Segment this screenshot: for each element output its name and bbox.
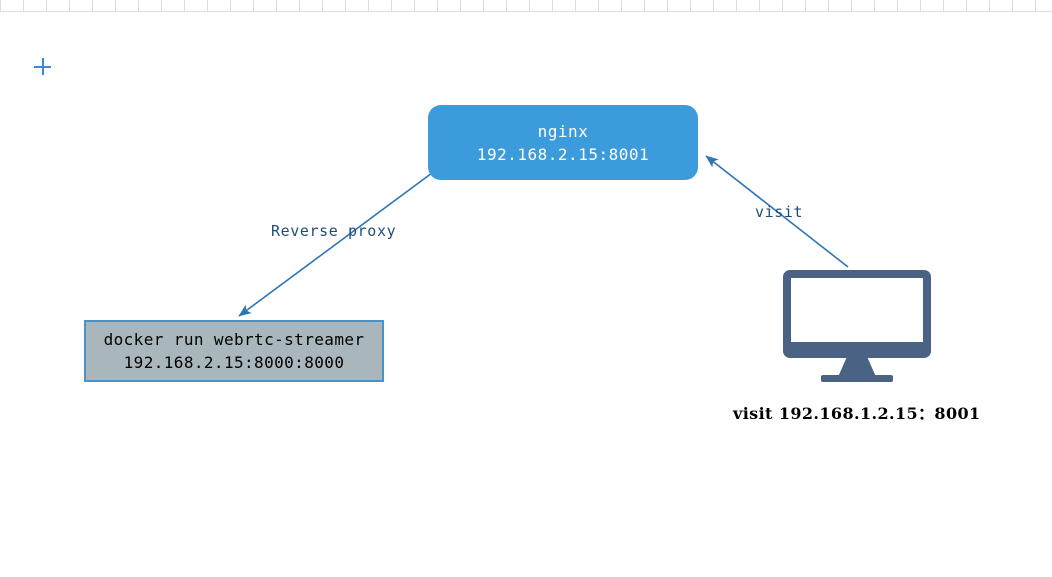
node-nginx-title: nginx — [537, 121, 589, 141]
ruler-tick — [713, 0, 714, 12]
ruler-tick — [184, 0, 185, 12]
ruler-tick — [460, 0, 461, 12]
ruler-tick — [92, 0, 93, 12]
node-nginx-address: 192.168.2.15:8001 — [476, 144, 650, 164]
monitor-bezel — [783, 270, 931, 358]
monitor-stand-neck — [838, 358, 876, 377]
edge-reverse-proxy — [238, 172, 433, 317]
ruler-tick — [1035, 0, 1036, 12]
ruler-tick — [46, 0, 47, 12]
ruler-tick — [759, 0, 760, 12]
ruler-tick — [345, 0, 346, 12]
ruler-tick — [989, 0, 990, 12]
ruler-tick — [1012, 0, 1013, 12]
ruler-tick — [690, 0, 691, 12]
node-docker[interactable]: docker run webrtc-streamer 192.168.2.15:… — [84, 320, 384, 382]
ruler-tick — [874, 0, 875, 12]
ruler-tick — [667, 0, 668, 12]
edge-label-reverse-proxy: Reverse proxy — [271, 222, 397, 240]
ruler-tick — [138, 0, 139, 12]
ruler-tick — [207, 0, 208, 12]
ruler-tick — [483, 0, 484, 12]
crosshair-marker-icon — [34, 58, 51, 75]
ruler-tick — [529, 0, 530, 12]
ruler-tick — [368, 0, 369, 12]
ruler-tick — [230, 0, 231, 12]
monitor-icon[interactable] — [783, 270, 931, 382]
node-docker-command: docker run webrtc-streamer — [103, 330, 365, 349]
ruler-tick — [253, 0, 254, 12]
node-docker-address: 192.168.2.15:8000:8000 — [123, 353, 345, 372]
ruler-tick — [897, 0, 898, 12]
ruler-tick — [437, 0, 438, 12]
ruler-tick — [115, 0, 116, 12]
ruler-tick — [23, 0, 24, 12]
ruler-tick — [414, 0, 415, 12]
ruler-tick — [920, 0, 921, 12]
ruler-tick — [299, 0, 300, 12]
ruler-tick — [552, 0, 553, 12]
crosshair-vertical-bar — [42, 58, 44, 75]
ruler-tick — [506, 0, 507, 12]
monitor-screen — [791, 278, 923, 342]
ruler-tick — [805, 0, 806, 12]
ruler-tick — [966, 0, 967, 12]
ruler-tick — [621, 0, 622, 12]
ruler-tick — [828, 0, 829, 12]
ruler-tick — [598, 0, 599, 12]
ruler-tick — [276, 0, 277, 12]
ruler-tick — [851, 0, 852, 12]
ruler-tick — [391, 0, 392, 12]
ruler-tick — [736, 0, 737, 12]
monitor-stand-base — [821, 375, 893, 382]
ruler-tick — [575, 0, 576, 12]
ruler-strip — [0, 0, 1052, 12]
monitor-caption: visit 192.168.1.2.15：8001 — [733, 404, 981, 423]
ruler-tick — [69, 0, 70, 12]
edge-visit — [705, 155, 849, 268]
ruler-tick — [161, 0, 162, 12]
ruler-tick — [782, 0, 783, 12]
ruler-tick — [0, 0, 1, 12]
ruler-tick — [943, 0, 944, 12]
ruler-tick — [322, 0, 323, 12]
node-nginx[interactable]: nginx 192.168.2.15:8001 — [428, 105, 698, 180]
ruler-tick — [644, 0, 645, 12]
edge-label-visit: visit — [755, 203, 804, 221]
